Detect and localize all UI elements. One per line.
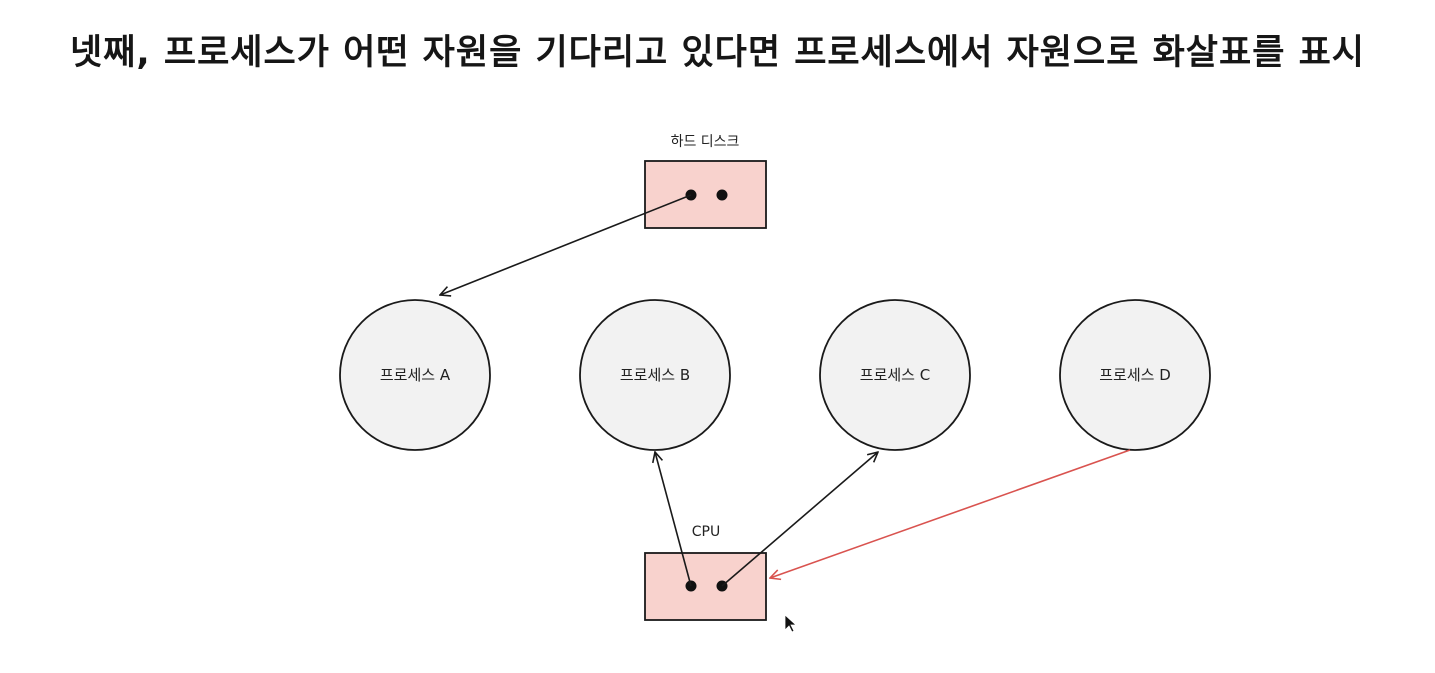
- cpu-box: [644, 552, 767, 621]
- edge-cpu-to-process-c: [721, 452, 878, 587]
- cpu-label: CPU: [692, 524, 720, 540]
- process-b-circle: [579, 299, 731, 451]
- process-a-label: 프로세스 A: [380, 366, 451, 384]
- process-a: 프로세스 A: [339, 299, 491, 451]
- process-d-circle: [1059, 299, 1211, 451]
- edge-hard-disk-to-process-a: [440, 194, 692, 295]
- hard-disk-box: [644, 160, 767, 229]
- process-b-label: 프로세스 B: [620, 366, 690, 384]
- process-c-circle: [819, 299, 971, 451]
- process-d-label: 프로세스 D: [1099, 366, 1171, 384]
- process-c-label: 프로세스 C: [860, 366, 930, 384]
- mouse-cursor-icon: [784, 614, 798, 633]
- process-c: 프로세스 C: [819, 299, 971, 451]
- hard-disk-label: 하드 디스크: [671, 134, 740, 150]
- process-b: 프로세스 B: [579, 299, 731, 451]
- process-a-circle: [339, 299, 491, 451]
- hard-disk-instance-dot: [716, 189, 728, 201]
- edge-cpu-to-process-b: [655, 452, 692, 587]
- slide-title: 넷째, 프로세스가 어떤 자원을 기다리고 있다면 프로세스에서 자원으로 화살…: [70, 33, 1365, 73]
- resource-hard-disk: 하드 디스크: [644, 134, 767, 229]
- process-d: 프로세스 D: [1059, 299, 1211, 451]
- resource-cpu: CPU: [644, 524, 767, 621]
- edge-process-d-to-cpu: [770, 449, 1131, 578]
